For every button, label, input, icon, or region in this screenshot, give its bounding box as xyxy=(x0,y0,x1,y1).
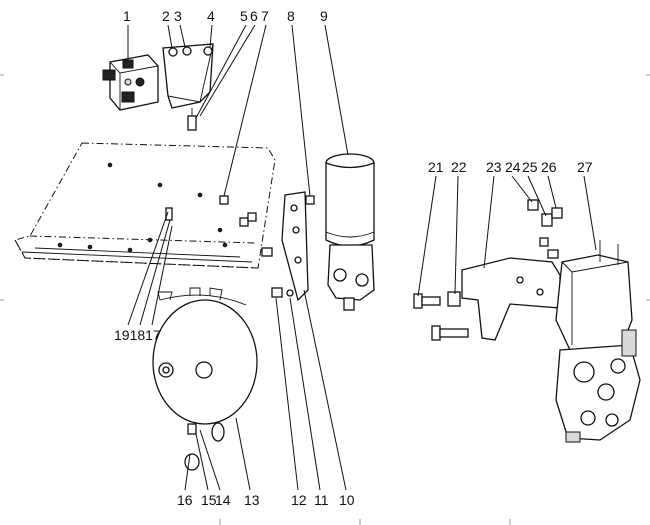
callout-8: 8 xyxy=(287,8,295,24)
relay-valve-part xyxy=(102,54,159,111)
air-tank-part xyxy=(152,287,258,471)
callout-11: 11 xyxy=(314,492,329,508)
chassis-panel xyxy=(14,142,276,269)
callout-25: 25 xyxy=(522,159,538,175)
valve-bracket-part xyxy=(461,257,561,341)
callout-24: 24 xyxy=(505,159,521,175)
callout-7: 7 xyxy=(261,8,269,24)
callout-16: 16 xyxy=(177,492,193,508)
callout-27: 27 xyxy=(577,159,593,175)
callout-12: 12 xyxy=(291,492,307,508)
air-dryer-part xyxy=(325,153,375,311)
callout-23: 23 xyxy=(486,159,502,175)
dryer-bracket-part xyxy=(271,191,315,302)
callout-5: 5 xyxy=(240,8,248,24)
callout-10: 10 xyxy=(339,492,355,508)
callout-1: 1 xyxy=(123,8,131,24)
valve-assembly-part xyxy=(555,240,641,443)
mounting-bracket-part xyxy=(162,43,214,131)
callout-26: 26 xyxy=(541,159,557,175)
fittings-part xyxy=(413,291,469,341)
frame-marks xyxy=(0,74,650,525)
callout-2: 2 xyxy=(162,8,170,24)
callout-191817: 191817 xyxy=(114,327,161,343)
callout-13: 13 xyxy=(244,492,260,508)
callout-22: 22 xyxy=(451,159,467,175)
callout-9: 9 xyxy=(320,8,328,24)
callout-labels: 1 2 3 4 5 6 7 8 9 191817 21 22 23 24 25 … xyxy=(114,8,593,508)
small-fittings-part xyxy=(527,199,563,259)
leader-lines xyxy=(127,24,597,491)
callout-6: 6 xyxy=(250,8,258,24)
callout-21: 21 xyxy=(428,159,444,175)
callout-3: 3 xyxy=(174,8,182,24)
callout-15: 15 xyxy=(201,492,217,508)
callout-4: 4 xyxy=(207,8,215,24)
callout-14: 14 xyxy=(215,492,231,508)
